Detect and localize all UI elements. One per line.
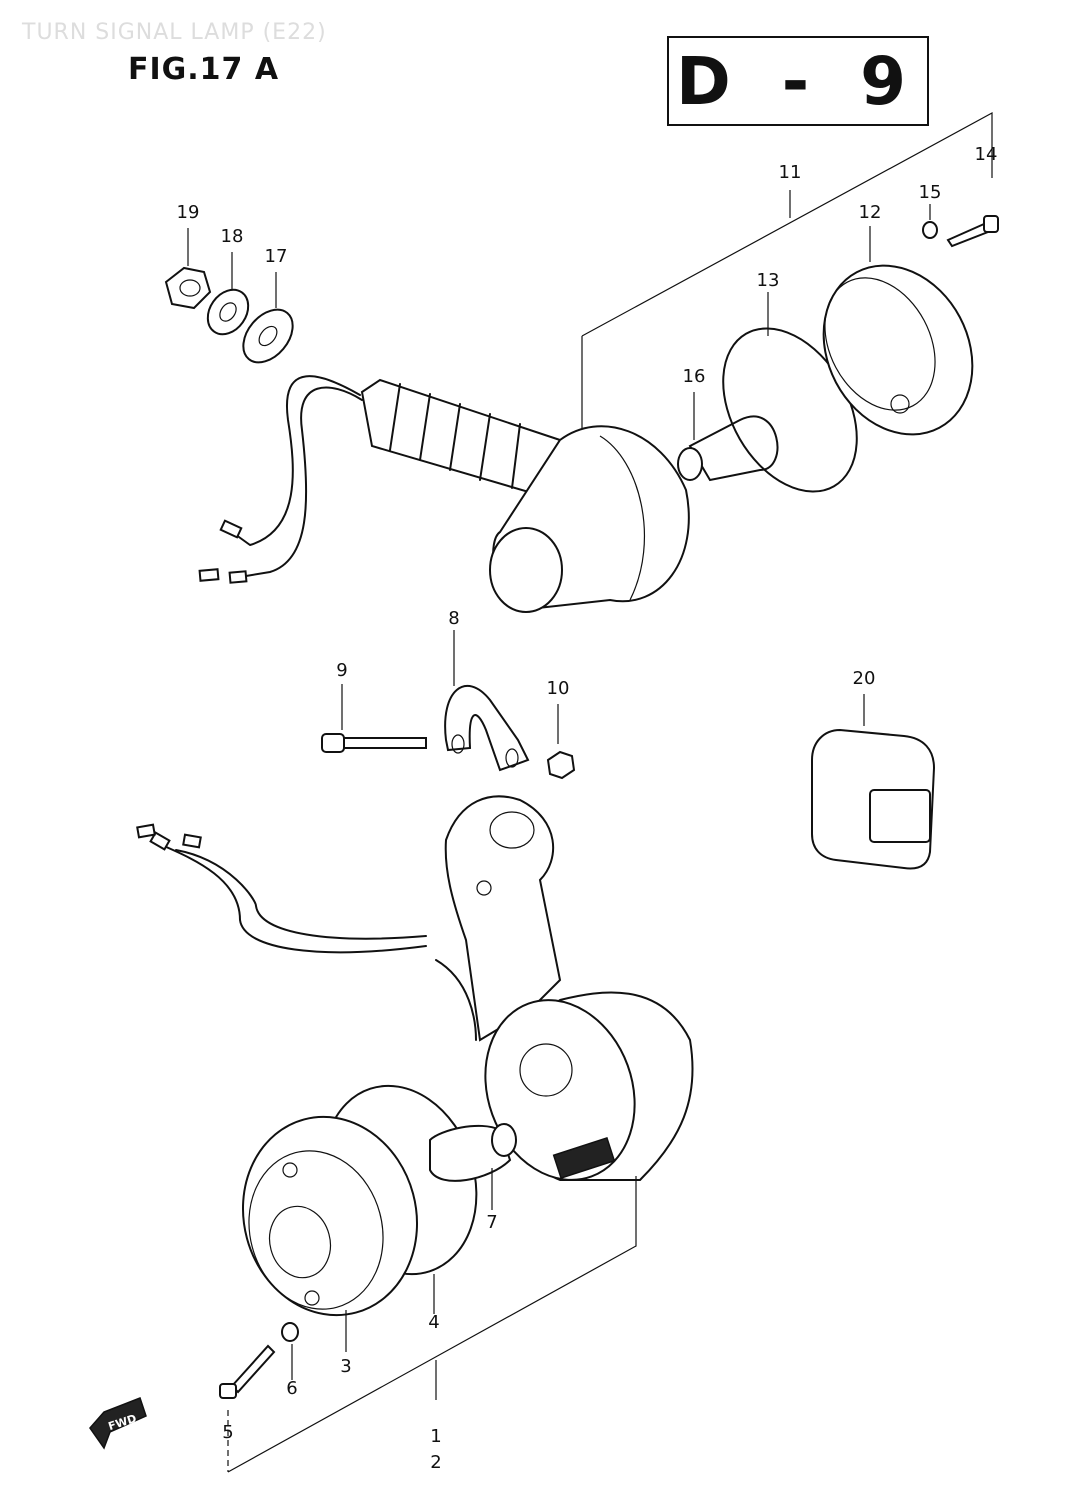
callout-9: 9 [336, 660, 348, 681]
lens-12 [822, 226, 974, 436]
bolt-9 [321, 684, 427, 753]
relay-20 [811, 694, 936, 870]
callout-6: 6 [286, 1378, 298, 1399]
bulb-7 [429, 1123, 517, 1210]
callout-15: 15 [918, 182, 942, 203]
callout-10: 10 [546, 678, 570, 699]
callout-3: 3 [340, 1356, 352, 1377]
clamp-bracket-8 [444, 630, 530, 772]
lower-wiring [136, 823, 477, 1041]
callout-2: 2 [430, 1452, 442, 1473]
figure-title: FIG.17 A [128, 52, 280, 87]
callout-13: 13 [756, 270, 780, 291]
screw-5 [219, 1344, 276, 1399]
section-title-faint: TURN SIGNAL LAMP (E22) [22, 20, 327, 45]
leader-11 [581, 111, 993, 430]
lens-3 [241, 1115, 419, 1352]
callout-11: 11 [778, 162, 802, 183]
callout-12: 12 [858, 202, 882, 223]
lock-washer-18 [206, 252, 250, 336]
nut-10 [546, 704, 576, 780]
callout-5: 5 [222, 1422, 234, 1443]
screw-14 [946, 215, 999, 248]
upper-wiring [198, 375, 363, 584]
page-code-box: D - 9 [667, 36, 929, 126]
callout-16: 16 [682, 366, 706, 387]
callout-8: 8 [448, 608, 460, 629]
lower-stay-arm [444, 795, 562, 1042]
signal-stem-boot [360, 378, 562, 502]
callout-1: 1 [430, 1426, 442, 1447]
callout-17: 17 [264, 246, 288, 267]
callout-14: 14 [974, 144, 998, 165]
washer-15 [922, 204, 938, 239]
callout-7: 7 [486, 1212, 498, 1233]
lower-lamp-housing [484, 991, 694, 1181]
hex-nut-19 [164, 228, 212, 310]
washer-6 [281, 1322, 299, 1380]
leader-1-2 [227, 1176, 637, 1473]
forward-arrow-icon [89, 1397, 147, 1450]
callout-19: 19 [176, 202, 200, 223]
washer-17 [242, 272, 294, 364]
callout-20: 20 [852, 668, 876, 689]
upper-lamp-housing [489, 425, 690, 613]
callout-4: 4 [428, 1312, 440, 1333]
callout-18: 18 [220, 226, 244, 247]
bulb-16 [677, 392, 779, 482]
